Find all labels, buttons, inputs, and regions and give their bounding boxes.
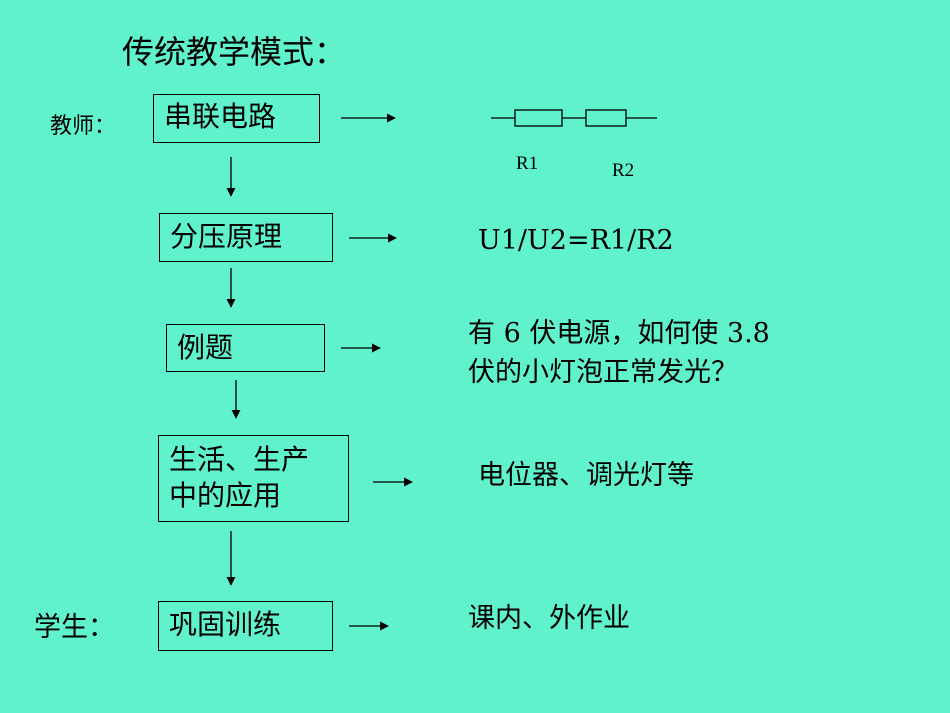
step-box-series-circuit: 串联电路 xyxy=(153,94,320,143)
example-question-line1: 有 6 伏电源，如何使 3.8 xyxy=(468,318,770,349)
resistor-r1-label: R1 xyxy=(516,153,539,174)
step-label: 分压原理 xyxy=(170,220,283,253)
step-box-applications: 生活、生产 中的应用 xyxy=(158,435,349,522)
applications-text: 电位器、调光灯等 xyxy=(478,460,694,491)
step-label-line2: 中的应用 xyxy=(169,479,282,512)
step-box-voltage-division: 分压原理 xyxy=(159,213,333,262)
resistor-r2 xyxy=(585,109,627,127)
resistor-r2-label: R2 xyxy=(612,160,635,181)
step-label-line1: 生活、生产 xyxy=(169,443,310,476)
resistor-r1 xyxy=(514,109,563,127)
student-label: 学生： xyxy=(34,612,115,643)
step-label: 串联电路 xyxy=(164,100,277,133)
formula-text: U1/U2=R1/R2 xyxy=(478,225,674,256)
teacher-label: 教师： xyxy=(50,114,117,139)
example-question-line2: 伏的小灯泡正常发光？ xyxy=(468,357,738,388)
step-label: 例题 xyxy=(177,331,234,364)
step-box-consolidation: 巩固训练 xyxy=(158,601,333,651)
step-label: 巩固训练 xyxy=(169,608,282,641)
homework-text: 课内、外作业 xyxy=(468,603,630,634)
slide-title: 传统教学模式： xyxy=(122,33,347,71)
series-circuit-symbol xyxy=(491,109,657,127)
step-box-example: 例题 xyxy=(166,324,325,372)
